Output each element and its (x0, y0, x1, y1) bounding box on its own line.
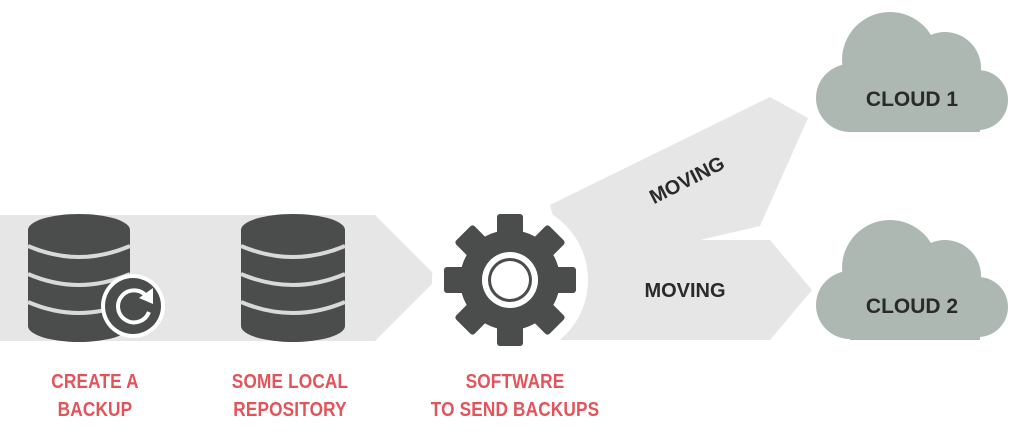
refresh-icon (101, 274, 165, 338)
step-create-backup-label: CREATE A BACKUP (13, 368, 176, 424)
software-line2: TO SEND BACKUPS (430, 399, 600, 421)
lower-arrow-label: MOVING (644, 280, 725, 302)
cloud-icon (816, 220, 1008, 340)
cloud-icon (816, 12, 1008, 132)
local-repo-line2: REPOSITORY (233, 399, 347, 421)
cloud1-label: CLOUD 1 (866, 88, 958, 111)
database-icon (240, 214, 346, 342)
software-line1: SOFTWARE (465, 371, 565, 393)
flow-arrow-lower (548, 240, 812, 340)
local-repo-line1: SOME LOCAL (231, 371, 349, 393)
cloud2-label: CLOUD 2 (866, 295, 958, 318)
gear-icon (444, 214, 576, 346)
create-backup-text: CREATE A BACKUP (51, 371, 139, 421)
step-software-label: SOFTWARE TO SEND BACKUPS (425, 368, 606, 424)
flow-arrow-upper (550, 97, 808, 282)
step-local-repository-label: SOME LOCAL REPOSITORY (217, 368, 363, 424)
